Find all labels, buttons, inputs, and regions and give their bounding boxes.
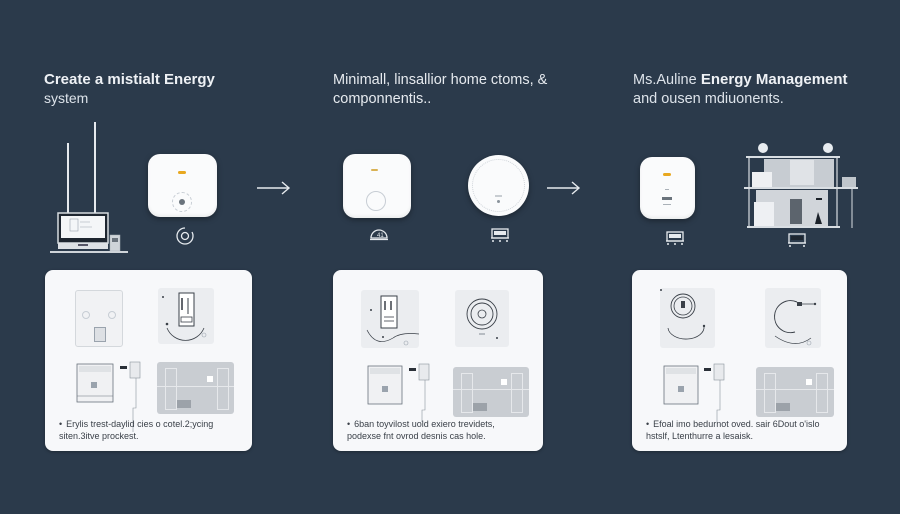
step-2-card-text: •6ban toyvilost uold exiero trevidets, p… [347, 419, 495, 441]
room-interior-thumb [157, 362, 234, 414]
thermostat-display-thumb [361, 290, 420, 348]
arrow-right-icon [546, 180, 582, 201]
sensor-ring [472, 159, 525, 212]
hub-display [662, 197, 672, 200]
computer-with-antennas-illustration [48, 115, 132, 255]
step-3-heading-bold: Energy Management [700, 71, 848, 88]
round-sensor-device [468, 155, 529, 216]
step-2-heading: Minimall, linsallior home ctoms, & compo… [333, 71, 547, 109]
rotate-icon [175, 226, 195, 251]
arrow-right-icon [256, 180, 292, 201]
round-dial-arc-thumb [660, 288, 715, 348]
step-3-heading-prefix: Ms.Auline [633, 72, 697, 88]
sensor-label [495, 195, 502, 197]
appliance-schematic-thumb [662, 362, 737, 422]
appliance-schematic-thumb [366, 362, 441, 422]
svg-text:41: 41 [377, 233, 384, 239]
arc-diagram-thumb [765, 288, 821, 348]
step-3-card: •Efoal imo bedurnot oved. sair 6Dout o'i… [632, 270, 847, 451]
status-led [663, 173, 671, 176]
step-1-heading-bold: Create a mistialt Energy [44, 71, 215, 88]
thermostat-display-thumb [158, 288, 214, 344]
step-3-card-text: •Efoal imo bedurnot oved. sair 6Dout o'i… [646, 419, 820, 441]
step-2-heading-line-2: componnentis.. [333, 91, 432, 107]
device-tray-icon [490, 227, 510, 248]
step-3-heading: Ms.Auline Energy Management and ousen md… [633, 70, 848, 109]
tall-hub-device [640, 157, 695, 219]
step-1-card-text: •Erylis trest-daylid cies o cotel.2;ycin… [59, 419, 214, 441]
hub-mark [665, 189, 669, 190]
device-tray-icon [665, 230, 685, 251]
hub-button-ring [366, 191, 386, 211]
hub-button-ring [172, 192, 192, 212]
step-1-heading-light: system [44, 90, 89, 106]
dome-icon: 41 [369, 227, 389, 246]
status-led [371, 169, 378, 171]
wall-switch-panel-thumb [75, 290, 123, 347]
appliance-schematic-thumb [75, 360, 150, 432]
step-1-heading: Create a mistialt Energy system [44, 70, 215, 108]
square-hub-device [148, 154, 217, 217]
house-cutaway-illustration [742, 140, 864, 255]
status-led [178, 171, 186, 174]
step-3-heading-line-2: and ousen mdiuonents. [633, 91, 784, 107]
step-1-card: •Erylis trest-daylid cies o cotel.2;ycin… [45, 270, 252, 451]
device-tray-icon [787, 232, 807, 253]
sensor-dot [497, 200, 500, 203]
round-dial-thumb [455, 290, 509, 347]
hub-label [663, 204, 671, 205]
room-interior-thumb [756, 367, 834, 417]
step-2-card: •6ban toyvilost uold exiero trevidets, p… [333, 270, 543, 451]
room-interior-thumb [453, 367, 529, 417]
step-2-heading-line-1: Minimall, linsallior home ctoms, & [333, 72, 548, 88]
hub-button [179, 199, 185, 205]
house-icon [744, 143, 858, 228]
square-hub-device [343, 154, 411, 218]
computer-icon [50, 122, 128, 253]
